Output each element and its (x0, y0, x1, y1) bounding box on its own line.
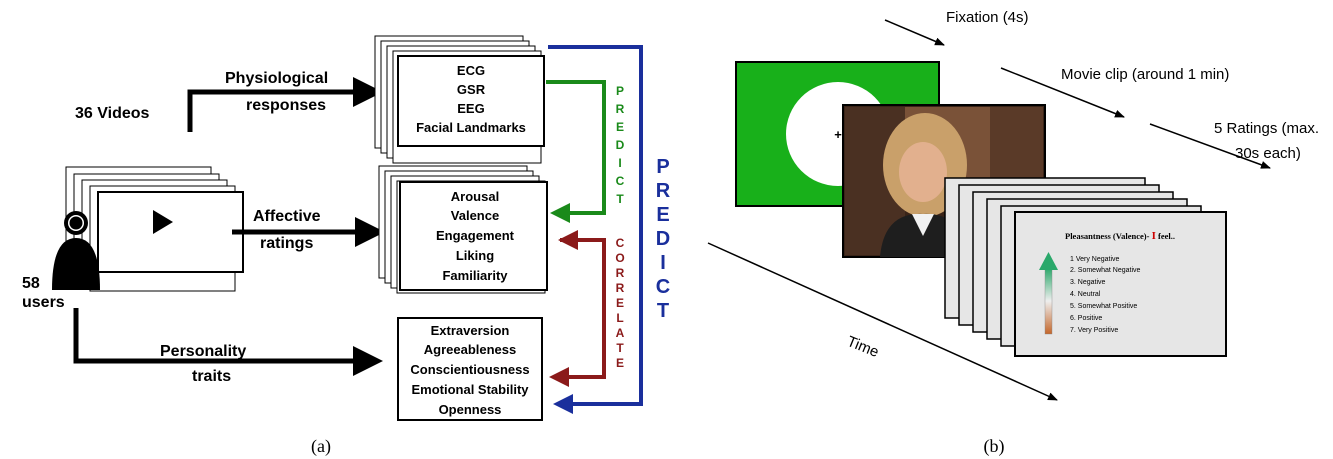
physio-arrow (187, 77, 383, 132)
fixation-arrow (884, 19, 945, 46)
rating-option: 7. Very Positive (1070, 327, 1118, 334)
personality-arrow (73, 308, 383, 376)
rating-option: 3. Negative (1070, 279, 1106, 286)
correlate-letter: A (616, 326, 625, 340)
trait-item: Openness (439, 402, 502, 417)
movie-label: Movie clip (around 1 min) (1061, 66, 1229, 83)
rating-title: Pleasantness (Valence)- I feel.. (1065, 230, 1175, 242)
movie-arrow (1000, 67, 1125, 118)
valence-bar (1044, 267, 1053, 335)
caption-a: (a) (311, 436, 331, 457)
physio-item: ECG (457, 63, 485, 78)
physio-item: EEG (457, 101, 484, 116)
rating-option: 6. Positive (1070, 315, 1102, 322)
trait-item: Agreeableness (424, 342, 517, 357)
correlate-letter: E (616, 356, 624, 370)
traits-box (397, 317, 543, 421)
predict-arrow-green (546, 80, 606, 223)
videos-label: 36 Videos (75, 105, 150, 122)
affective-label-1: Affective (253, 208, 321, 225)
predict-big-letter: R (656, 180, 671, 202)
correlate-letter: C (616, 236, 625, 250)
trait-item: Emotional Stability (411, 382, 529, 397)
rating-screen: Pleasantness (Valence)- I feel.. 1 Very … (1014, 211, 1227, 357)
rating-option: 2. Somewhat Negative (1070, 267, 1141, 274)
predict-big-letter: E (656, 204, 669, 226)
affect-item: Valence (451, 208, 499, 223)
predict-arrow-blue (548, 45, 643, 414)
panel-a: 36 Videos 58 users Physiological respons… (22, 35, 671, 457)
correlate-arrow (549, 238, 606, 387)
affect-item: Engagement (436, 228, 515, 243)
user-icon (52, 211, 100, 290)
fixation-label: Fixation (4s) (946, 9, 1029, 26)
predict-small-label: P R E D I C T (616, 84, 625, 206)
arrow-up-icon (1039, 252, 1058, 270)
predict-small-letter: C (616, 174, 625, 188)
personality-label-2: traits (192, 368, 231, 385)
users-count: 58 (22, 275, 40, 292)
correlate-label: C O R R E L A T E (615, 236, 624, 370)
predict-big-letter: P (656, 156, 669, 178)
correlate-letter: R (616, 266, 625, 280)
predict-small-letter: E (616, 120, 624, 134)
predict-small-letter: I (618, 156, 621, 170)
predict-big-letter: C (656, 276, 670, 298)
predict-small-letter: T (616, 192, 624, 206)
predict-small-letter: P (616, 84, 624, 98)
physio-box-stack (374, 35, 545, 164)
affect-item: Liking (456, 248, 494, 263)
physio-label-1: Physiological (225, 70, 328, 87)
physio-item: Facial Landmarks (416, 120, 526, 135)
users-label: users (22, 294, 65, 311)
correlate-letter: E (616, 296, 624, 310)
affective-label-2: ratings (260, 235, 313, 252)
rating-option: 5. Somewhat Positive (1070, 303, 1137, 310)
ratings-label-2: 30s each) (1235, 145, 1301, 162)
correlate-letter: O (615, 251, 624, 265)
physio-label-2: responses (246, 97, 326, 114)
affect-box-stack (378, 165, 548, 294)
correlate-letter: R (616, 281, 625, 295)
ratings-label-1: 5 Ratings (max. (1214, 120, 1319, 137)
video-stack (65, 166, 244, 292)
correlate-letter: L (616, 311, 623, 325)
predict-big-letter: I (660, 252, 666, 274)
correlate-letter: T (616, 341, 624, 355)
fixation-cross: + (834, 127, 842, 142)
affect-item: Familiarity (442, 268, 508, 283)
ratings-arrow (1149, 123, 1271, 169)
predict-big-letter: T (657, 300, 669, 322)
caption-b: (b) (984, 436, 1005, 457)
rating-option: 1 Very Negative (1070, 256, 1120, 263)
time-arrow (707, 242, 1058, 401)
play-icon (153, 210, 173, 234)
personality-label-1: Personality (160, 343, 246, 360)
affect-item: Arousal (451, 189, 499, 204)
rating-option: 4. Neutral (1070, 291, 1101, 298)
predict-big-label: P R E D I C T (656, 156, 671, 322)
time-label: Time (845, 333, 882, 361)
trait-item: Conscientiousness (410, 362, 529, 377)
predict-small-letter: R (616, 102, 625, 116)
trait-item: Extraversion (431, 323, 510, 338)
predict-big-letter: D (656, 228, 670, 250)
predict-small-letter: D (616, 138, 625, 152)
physio-item: GSR (457, 82, 486, 97)
panel-b: Fixation (4s) Movie clip (around 1 min) … (707, 9, 1319, 457)
actress-face (899, 142, 947, 202)
